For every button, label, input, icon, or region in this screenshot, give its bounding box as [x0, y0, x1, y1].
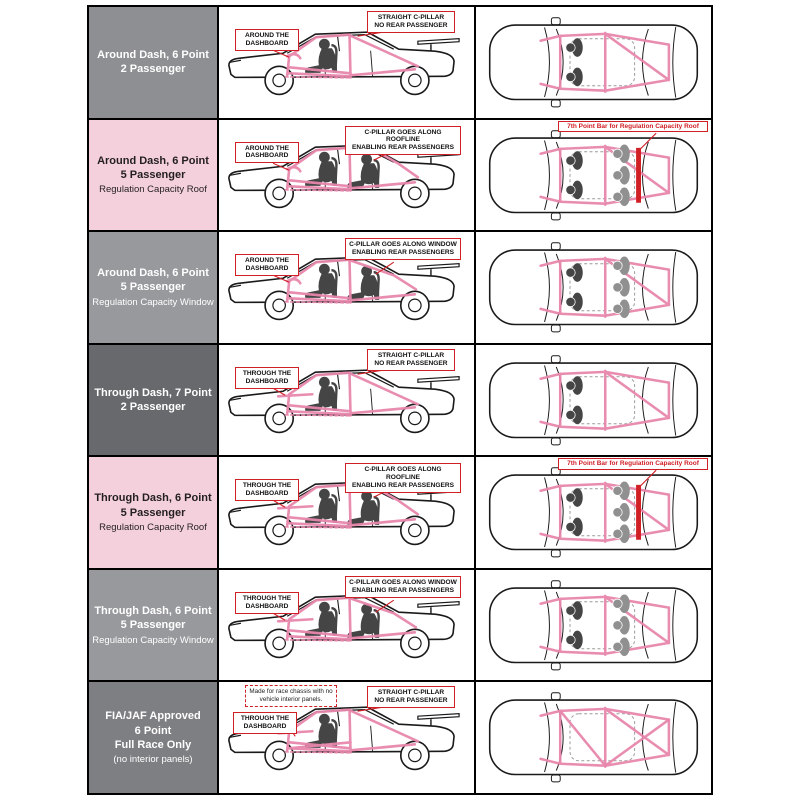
row-title: Around Dash, 6 Point 5 Passenger: [97, 267, 209, 294]
cpillar-callout: C-PILLAR GOES ALONG WINDOW ENABLING REAR…: [345, 575, 461, 598]
row-subtitle: Regulation Capacity Window: [92, 634, 214, 646]
rollcage-side: [284, 258, 418, 304]
rollcage-side: [276, 708, 420, 755]
dash-callout: AROUND THE DASHBOARD: [235, 141, 299, 164]
car-side-illustration: [228, 368, 460, 433]
dash-callout: THROUGH THE DASHBOARD: [233, 712, 297, 735]
dash-callout: THROUGH THE DASHBOARD: [235, 366, 299, 389]
cpillar-callout: C-PILLAR GOES ALONG WINDOW ENABLING REAR…: [345, 238, 461, 260]
config-row-through-dash-2p: Through Dash, 7 Point 2 Passenger: [89, 344, 711, 458]
side-view-cell: THROUGH THE DASHBOARD C-PILLAR GOES ALON…: [219, 457, 476, 568]
car-top-view: [488, 467, 699, 558]
callout-leader-lines: [272, 261, 395, 283]
row-label-cell: Around Dash, 6 Point 2 Passenger: [89, 7, 219, 118]
car-side-illustration: [228, 256, 460, 321]
car-top-illustration: [488, 467, 699, 558]
config-row-around-dash-5p-roof: Around Dash, 6 Point 5 Passenger Regulat…: [89, 119, 711, 233]
row-label-cell: Around Dash, 6 Point 5 Passenger Regulat…: [89, 119, 219, 231]
side-view-cell: THROUGH THE DASHBOARD STRAIGHT C-PILLAR …: [219, 344, 476, 456]
seventh-point-label: 7th Point Bar for Regulation Capacity Ro…: [558, 458, 708, 471]
callout-leader-lines: [640, 132, 657, 149]
row-title: Around Dash, 6 Point 5 Passenger: [97, 154, 209, 181]
row-label-cell: Through Dash, 7 Point 2 Passenger: [89, 344, 219, 456]
car-top-illustration: [488, 354, 699, 446]
row-label-cell: Around Dash, 6 Point 5 Passenger Regulat…: [89, 232, 219, 343]
cpillar-callout: STRAIGHT C-PILLAR NO REAR PASSENGER: [367, 11, 455, 33]
car-top-view: [488, 579, 699, 671]
side-view-cell: AROUND THE DASHBOARD STRAIGHT C-PILLAR N…: [219, 7, 476, 118]
cpillar-callout: STRAIGHT C-PILLAR NO REAR PASSENGER: [367, 348, 455, 371]
car-top-view: [488, 16, 699, 108]
car-top-view: [488, 354, 699, 446]
car-top-illustration: [488, 242, 699, 333]
dash-callout: AROUND THE DASHBOARD: [235, 29, 299, 51]
car-side-illustration: [228, 594, 460, 659]
config-row-through-dash-5p-roof: Through Dash, 6 Point 5 Passenger Regula…: [89, 457, 711, 570]
car-top-illustration: [488, 579, 699, 671]
dash-callout: AROUND THE DASHBOARD: [235, 254, 299, 276]
row-label-cell: FIA/JAF Approved 6 Point Full Race Only …: [89, 682, 219, 794]
side-view-cell: Made for race chassis with no vehicle in…: [219, 682, 476, 794]
top-view-cell: 7th Point Bar for Regulation Capacity Ro…: [476, 457, 711, 568]
row-title: Around Dash, 6 Point 2 Passenger: [97, 48, 209, 76]
row-title: FIA/JAF Approved 6 Point Full Race Only: [105, 710, 201, 751]
top-view-cell: 7th Point Bar for Regulation Capacity Ro…: [476, 119, 711, 231]
dash-callout: THROUGH THE DASHBOARD: [235, 591, 299, 614]
car-top-illustration: [488, 16, 699, 108]
car-side-illustration: [228, 30, 460, 96]
top-view-cell: [476, 682, 711, 794]
rollcage-top-extra-bracing: [558, 710, 671, 768]
car-top-illustration: [488, 129, 699, 221]
cpillar-callout: C-PILLAR GOES ALONG ROOFLINE ENABLING RE…: [345, 463, 461, 494]
row-subtitle: (no interior panels): [113, 754, 193, 766]
side-view-cell: AROUND THE DASHBOARD C-PILLAR GOES ALONG…: [219, 232, 476, 343]
cpillar-callout: STRAIGHT C-PILLAR NO REAR PASSENGER: [367, 686, 455, 709]
top-view-cell: [476, 344, 711, 456]
row-title: Through Dash, 6 Point 5 Passenger: [94, 604, 212, 632]
callout-leader-lines: [640, 470, 657, 487]
car-top-view: [488, 692, 699, 784]
row-subtitle: Regulation Capacity Roof: [99, 184, 207, 196]
row-title: Through Dash, 6 Point 5 Passenger: [94, 492, 212, 519]
side-view-cell: AROUND THE DASHBOARD C-PILLAR GOES ALONG…: [219, 119, 476, 231]
cpillar-callout: C-PILLAR GOES ALONG ROOFLINE ENABLING RE…: [345, 125, 461, 156]
race-chassis-note: Made for race chassis with no vehicle in…: [245, 685, 337, 707]
chart-table: Around Dash, 6 Point 2 Passenger: [87, 5, 713, 795]
row-label-cell: Through Dash, 6 Point 5 Passenger Regula…: [89, 569, 219, 681]
config-row-fia-jaf: FIA/JAF Approved 6 Point Full Race Only …: [89, 682, 711, 794]
top-view-cell: [476, 569, 711, 681]
top-view-cell: [476, 232, 711, 343]
callout-leader-lines: [272, 599, 395, 621]
rollcage-side: [284, 33, 420, 79]
rollcage-side: [276, 596, 418, 642]
row-subtitle: Regulation Capacity Window: [92, 296, 214, 308]
side-view-cell: THROUGH THE DASHBOARD C-PILLAR GOES ALON…: [219, 569, 476, 681]
row-title: Through Dash, 7 Point 2 Passenger: [94, 386, 212, 414]
top-view-cell: [476, 7, 711, 118]
config-row-around-dash-2p: Around Dash, 6 Point 2 Passenger: [89, 7, 711, 120]
car-top-view: [488, 242, 699, 333]
row-label-cell: Through Dash, 6 Point 5 Passenger Regula…: [89, 457, 219, 568]
row-subtitle: Regulation Capacity Roof: [99, 521, 207, 533]
car-top-view: [488, 129, 699, 221]
config-row-around-dash-5p-window: Around Dash, 6 Point 5 Passenger Regulat…: [89, 232, 711, 345]
car-top-illustration: [488, 692, 699, 784]
dash-callout: THROUGH THE DASHBOARD: [235, 479, 299, 502]
rollcage-side: [276, 371, 420, 417]
seventh-point-label: 7th Point Bar for Regulation Capacity Ro…: [558, 120, 708, 133]
config-row-through-dash-5p-window: Through Dash, 6 Point 5 Passenger Regula…: [89, 569, 711, 683]
car-side-illustration: [228, 706, 460, 771]
